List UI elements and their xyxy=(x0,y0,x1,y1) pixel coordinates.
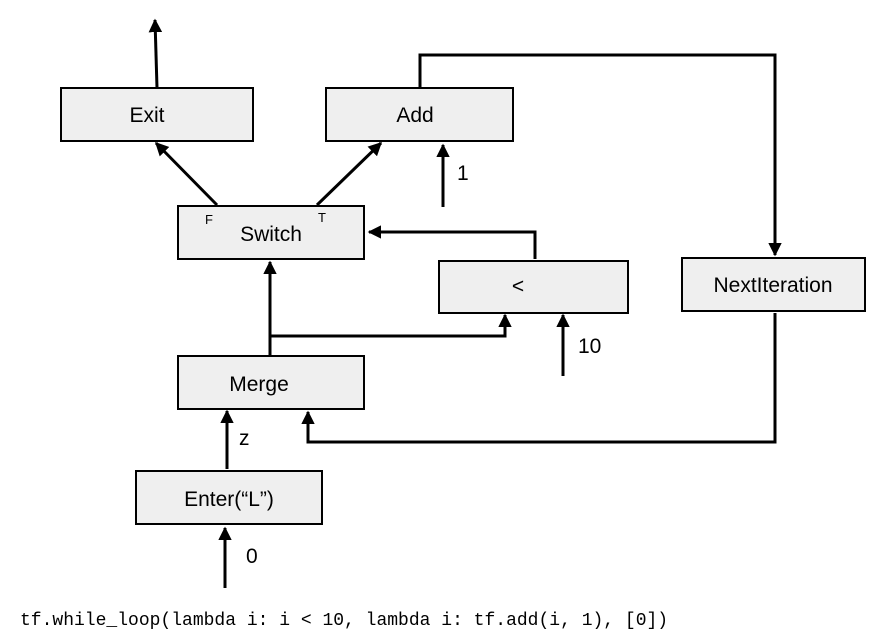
edge-merge-to-less-than xyxy=(270,313,512,338)
edge-switch-false-to-exit xyxy=(154,141,219,207)
edge-exit-output xyxy=(148,18,163,89)
node-nextiteration-label: NextIteration xyxy=(713,274,832,297)
node-exit-label: Exit xyxy=(129,104,164,127)
node-less-than: < xyxy=(438,260,629,314)
node-enter-label: Enter(“L”) xyxy=(184,488,274,511)
node-merge-label: Merge xyxy=(229,373,289,396)
node-merge: Merge xyxy=(177,355,365,410)
node-nextiteration: NextIteration xyxy=(681,257,866,312)
switch-false-port-label: F xyxy=(205,212,213,227)
node-switch-label: Switch xyxy=(240,223,302,246)
node-less-than-label: < xyxy=(512,275,524,298)
node-switch: Switch F T xyxy=(177,205,365,260)
edge-switch-true-to-add xyxy=(315,141,383,207)
edge-nextiteration-to-merge xyxy=(301,313,777,444)
edge-label-compare-constant: 10 xyxy=(578,335,601,358)
edge-label-frame-z: z xyxy=(239,427,250,450)
edge-label-add-constant: 1 xyxy=(457,162,469,185)
edge-label-initial-value: 0 xyxy=(246,545,258,568)
node-exit: Exit xyxy=(60,87,254,142)
edge-less-than-to-switch xyxy=(367,225,537,259)
code-caption: tf.while_loop(lambda i: i < 10, lambda i… xyxy=(20,611,668,631)
edge-add-to-nextiteration xyxy=(418,53,782,257)
edges xyxy=(148,18,782,588)
node-enter: Enter(“L”) xyxy=(135,470,323,525)
node-add: Add xyxy=(325,87,514,142)
node-add-label: Add xyxy=(396,104,433,127)
switch-true-port-label: T xyxy=(318,210,326,225)
